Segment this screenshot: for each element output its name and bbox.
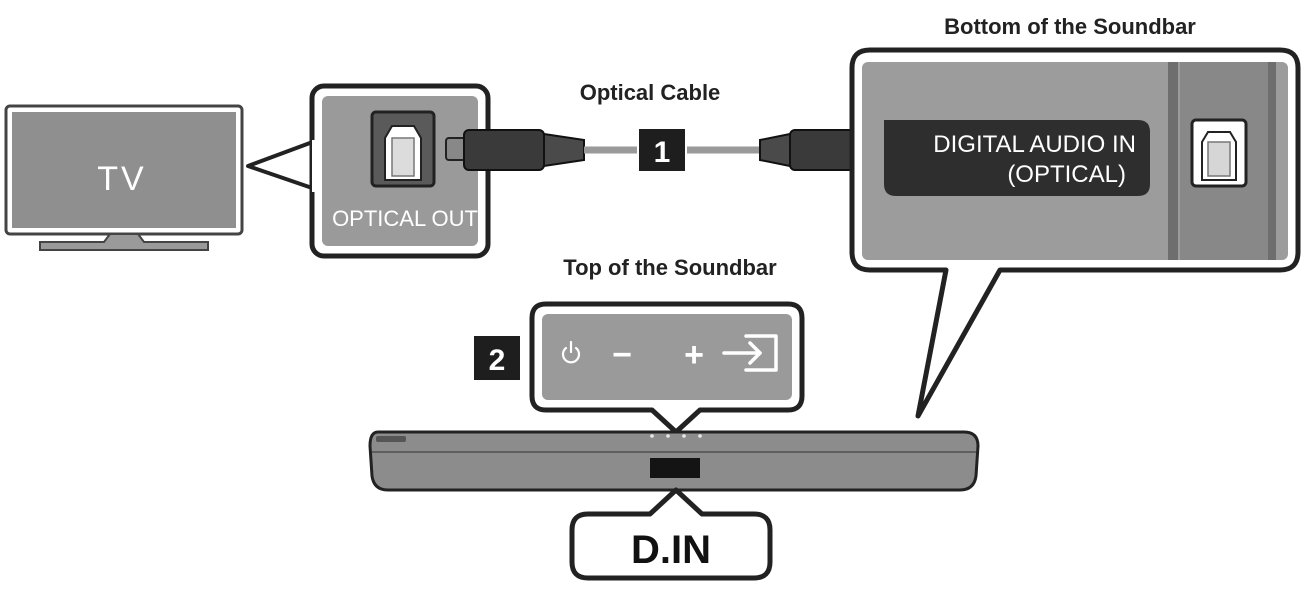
digital-audio-in-jack-icon (1190, 118, 1248, 188)
top-button-dot-4 (698, 434, 702, 438)
optical-cable-label: Optical Cable (580, 80, 721, 105)
tv-optical-out-callout: OPTICAL OUT (309, 83, 491, 259)
step-2-badge: 2 (474, 336, 520, 380)
step-2-number: 2 (489, 344, 506, 377)
power-icon (561, 340, 581, 364)
top-button-dot-1 (650, 434, 654, 438)
soundbar (368, 430, 980, 492)
display-callout: D.IN (569, 487, 773, 581)
volume-up-button[interactable]: + (684, 336, 704, 374)
digital-audio-in-label: DIGITAL AUDIO IN (933, 131, 1136, 158)
tv-stand (39, 233, 209, 251)
soundbar-bottom-callout: DIGITAL AUDIO IN (OPTICAL) (849, 47, 1301, 419)
panel-seam-right (1268, 62, 1276, 260)
display-text: D.IN (631, 528, 711, 572)
tv-screen (12, 112, 236, 228)
optical-out-label: OPTICAL OUT (332, 206, 478, 231)
step-1-badge: 1 (637, 127, 687, 173)
top-control-panel (542, 314, 792, 400)
right-plug-strain-relief (759, 132, 791, 168)
optical-out-jack-icon (370, 110, 436, 188)
digital-audio-label-plate (884, 120, 1150, 196)
display-callout-bubble (569, 487, 773, 581)
optical-label: (OPTICAL) (1007, 161, 1126, 188)
top-button-dot-2 (666, 434, 670, 438)
left-plug-strain-relief (543, 132, 585, 168)
top-button-dot-3 (682, 434, 686, 438)
soundbar-logo (376, 436, 406, 442)
panel-seam-left (1168, 62, 1178, 260)
left-plug-body (463, 129, 545, 171)
step-1-number: 1 (654, 136, 671, 169)
volume-down-button[interactable]: − (612, 336, 632, 374)
top-of-soundbar-label: Top of the Soundbar (563, 255, 777, 280)
tv-callout-pointer (246, 138, 320, 192)
tv: TV (4, 104, 244, 251)
soundbar-top-callout: − + (529, 301, 805, 435)
tv-label: TV (97, 160, 146, 198)
source-input-icon[interactable] (722, 334, 778, 372)
soundbar-display-window (650, 458, 700, 478)
bottom-of-soundbar-label: Bottom of the Soundbar (944, 14, 1196, 39)
